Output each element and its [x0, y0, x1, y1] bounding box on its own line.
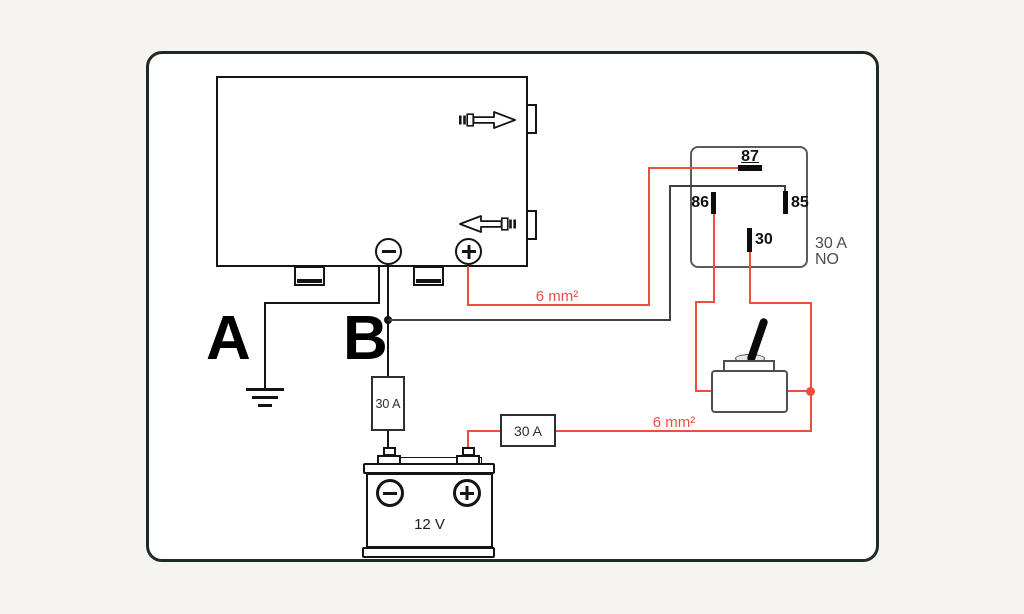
diagram-canvas: A B 6 mm² 6 mm² 87 86: [146, 51, 879, 562]
gauge-label-top: 6 mm²: [535, 288, 579, 305]
wire-30-horizontal: [749, 302, 812, 304]
fuse-negative-label: 30 A: [375, 396, 401, 411]
wire-b-to-battery: [387, 431, 389, 450]
output-socket: [526, 104, 537, 134]
wire-to-fuse2: [467, 430, 501, 432]
relay-pin-85-label: 85: [791, 194, 809, 211]
wire-supply-vertical: [810, 302, 812, 432]
wire-a-drop: [264, 302, 266, 390]
wire-switch-branch: [787, 390, 811, 392]
wire-plus-vertical: [467, 266, 469, 306]
wire-85-horizontal-low: [388, 319, 671, 321]
toggle-switch-body: [711, 370, 788, 413]
wire-plus-horizontal: [467, 304, 650, 306]
wire-battery-plus: [467, 430, 469, 450]
ground-icon: [258, 404, 272, 407]
battery-plus-terminal-icon: [453, 479, 481, 507]
device-minus-terminal-icon: [375, 238, 402, 265]
relay-pin-85-contact: [783, 191, 788, 214]
wire-supply-horizontal: [555, 430, 812, 432]
battery-plus-post-cap: [462, 447, 475, 456]
wire-87-vertical: [648, 167, 650, 306]
battery-minus-post-cap: [383, 447, 396, 456]
wire-label-b: B: [343, 304, 388, 373]
relay-pin-87-label: 87: [741, 148, 759, 165]
battery-base: [362, 547, 495, 558]
wire-86-jog: [695, 301, 715, 303]
ground-icon: [246, 388, 284, 391]
wire-label-a: A: [206, 304, 251, 373]
junction-dot-switch: [806, 387, 815, 396]
wire-86-drop: [695, 301, 697, 392]
device-foot-left: [294, 266, 325, 286]
wire-86-to-switch: [695, 390, 713, 392]
fuse-negative: 30 A: [371, 376, 405, 431]
relay-pin-30-label: 30: [755, 231, 773, 248]
fuse-positive-label: 30 A: [513, 422, 543, 439]
relay-rating: 30 A: [815, 235, 848, 252]
battery-minus-terminal-icon: [376, 479, 404, 507]
wire-86-vertical: [713, 213, 715, 303]
gauge-label-bottom: 6 mm²: [652, 414, 696, 431]
fuse-positive: 30 A: [500, 414, 556, 447]
arrow-right-icon: [459, 111, 516, 129]
ground-icon: [252, 396, 278, 399]
wire-a-horizontal: [264, 302, 380, 304]
relay-pin-86-contact: [711, 192, 716, 214]
wire-87-horizontal: [648, 167, 740, 169]
control-unit-box: [216, 76, 528, 267]
input-socket: [526, 210, 537, 240]
relay-pin-30-contact: [747, 228, 752, 252]
wire-85-stub: [784, 185, 786, 194]
relay-pin-86-label: 86: [691, 194, 709, 211]
wire-85-vertical: [669, 185, 671, 321]
battery-voltage: 12 V: [414, 516, 445, 533]
arrow-left-icon: [459, 215, 516, 233]
wire-85-horizontal-high: [670, 185, 786, 187]
device-foot-right: [413, 266, 444, 286]
device-plus-terminal-icon: [455, 238, 482, 265]
wire-30-vertical: [749, 252, 751, 304]
wire-a-vertical: [378, 267, 380, 304]
relay-pin-87-contact: [738, 165, 762, 171]
relay-contact-type: NO: [815, 251, 839, 268]
